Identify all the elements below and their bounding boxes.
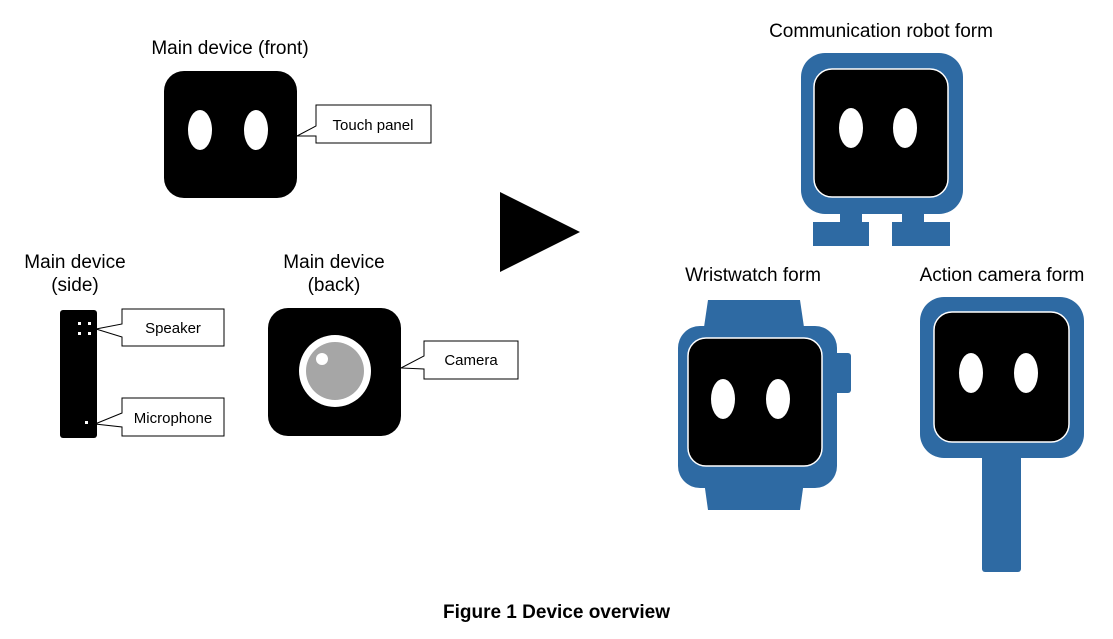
left-eye-icon [711, 379, 735, 419]
label-wristwatch-form: Wristwatch form [685, 265, 821, 286]
label-back-line1: Main device [283, 252, 385, 273]
label-action-camera-form: Action camera form [919, 265, 1085, 286]
right-eye-icon [244, 110, 268, 150]
callout-microphone: Microphone [94, 397, 225, 437]
action-camera-screen [933, 311, 1070, 443]
label-side-line1: Main device [24, 252, 126, 273]
label-main-device-back: Main device (back) [269, 251, 399, 297]
device-side-body [60, 310, 97, 438]
right-eye-icon [766, 379, 790, 419]
robot-screen [813, 68, 949, 198]
callout-camera-box [399, 340, 519, 380]
figure-caption: Figure 1 Device overview [442, 602, 671, 623]
callout-speaker-text: Speaker [145, 320, 201, 337]
camera-lens-icon [306, 342, 364, 400]
speaker-hole-icon [88, 332, 91, 335]
watch-crown-button [834, 353, 851, 393]
watch-screen [687, 337, 823, 467]
label-main-device-front: Main device (front) [151, 38, 309, 59]
watch-strap-top [703, 300, 805, 334]
lens-highlight [316, 353, 328, 365]
wristwatch-form [678, 300, 851, 510]
callout-camera: Camera [399, 340, 519, 380]
callout-microphone-text: Microphone [134, 410, 212, 427]
callout-touch-panel: Touch panel [296, 104, 432, 144]
callout-touch-panel-box [296, 104, 432, 144]
camera-grip-handle [982, 452, 1021, 572]
speaker-hole-icon [88, 322, 91, 325]
left-eye-icon [188, 110, 212, 150]
right-eye-icon [893, 108, 917, 148]
main-device-front [164, 71, 297, 198]
robot-foot-left [813, 222, 869, 246]
robot-foot-right [892, 222, 950, 246]
label-communication-robot-form: Communication robot form [769, 21, 993, 42]
callout-microphone-box [94, 397, 225, 437]
microphone-hole-icon [85, 421, 88, 424]
right-eye-icon [1014, 353, 1038, 393]
callout-touch-panel-text: Touch panel [333, 117, 414, 134]
main-device-back [268, 308, 401, 436]
device-front-body [164, 71, 297, 198]
left-eye-icon [839, 108, 863, 148]
speaker-hole-icon [78, 322, 81, 325]
main-device-side [60, 310, 97, 438]
left-eye-icon [959, 353, 983, 393]
action-camera-form [920, 297, 1084, 572]
transform-arrow-icon [500, 192, 580, 272]
callout-speaker-box [95, 308, 225, 347]
communication-robot-form [801, 53, 963, 246]
label-main-device-side: Main device (side) [10, 251, 140, 297]
label-side-line2: (side) [51, 275, 99, 296]
callout-camera-text: Camera [444, 352, 498, 369]
label-back-line2: (back) [307, 275, 361, 296]
callout-speaker: Speaker [95, 308, 225, 347]
speaker-hole-icon [78, 332, 81, 335]
